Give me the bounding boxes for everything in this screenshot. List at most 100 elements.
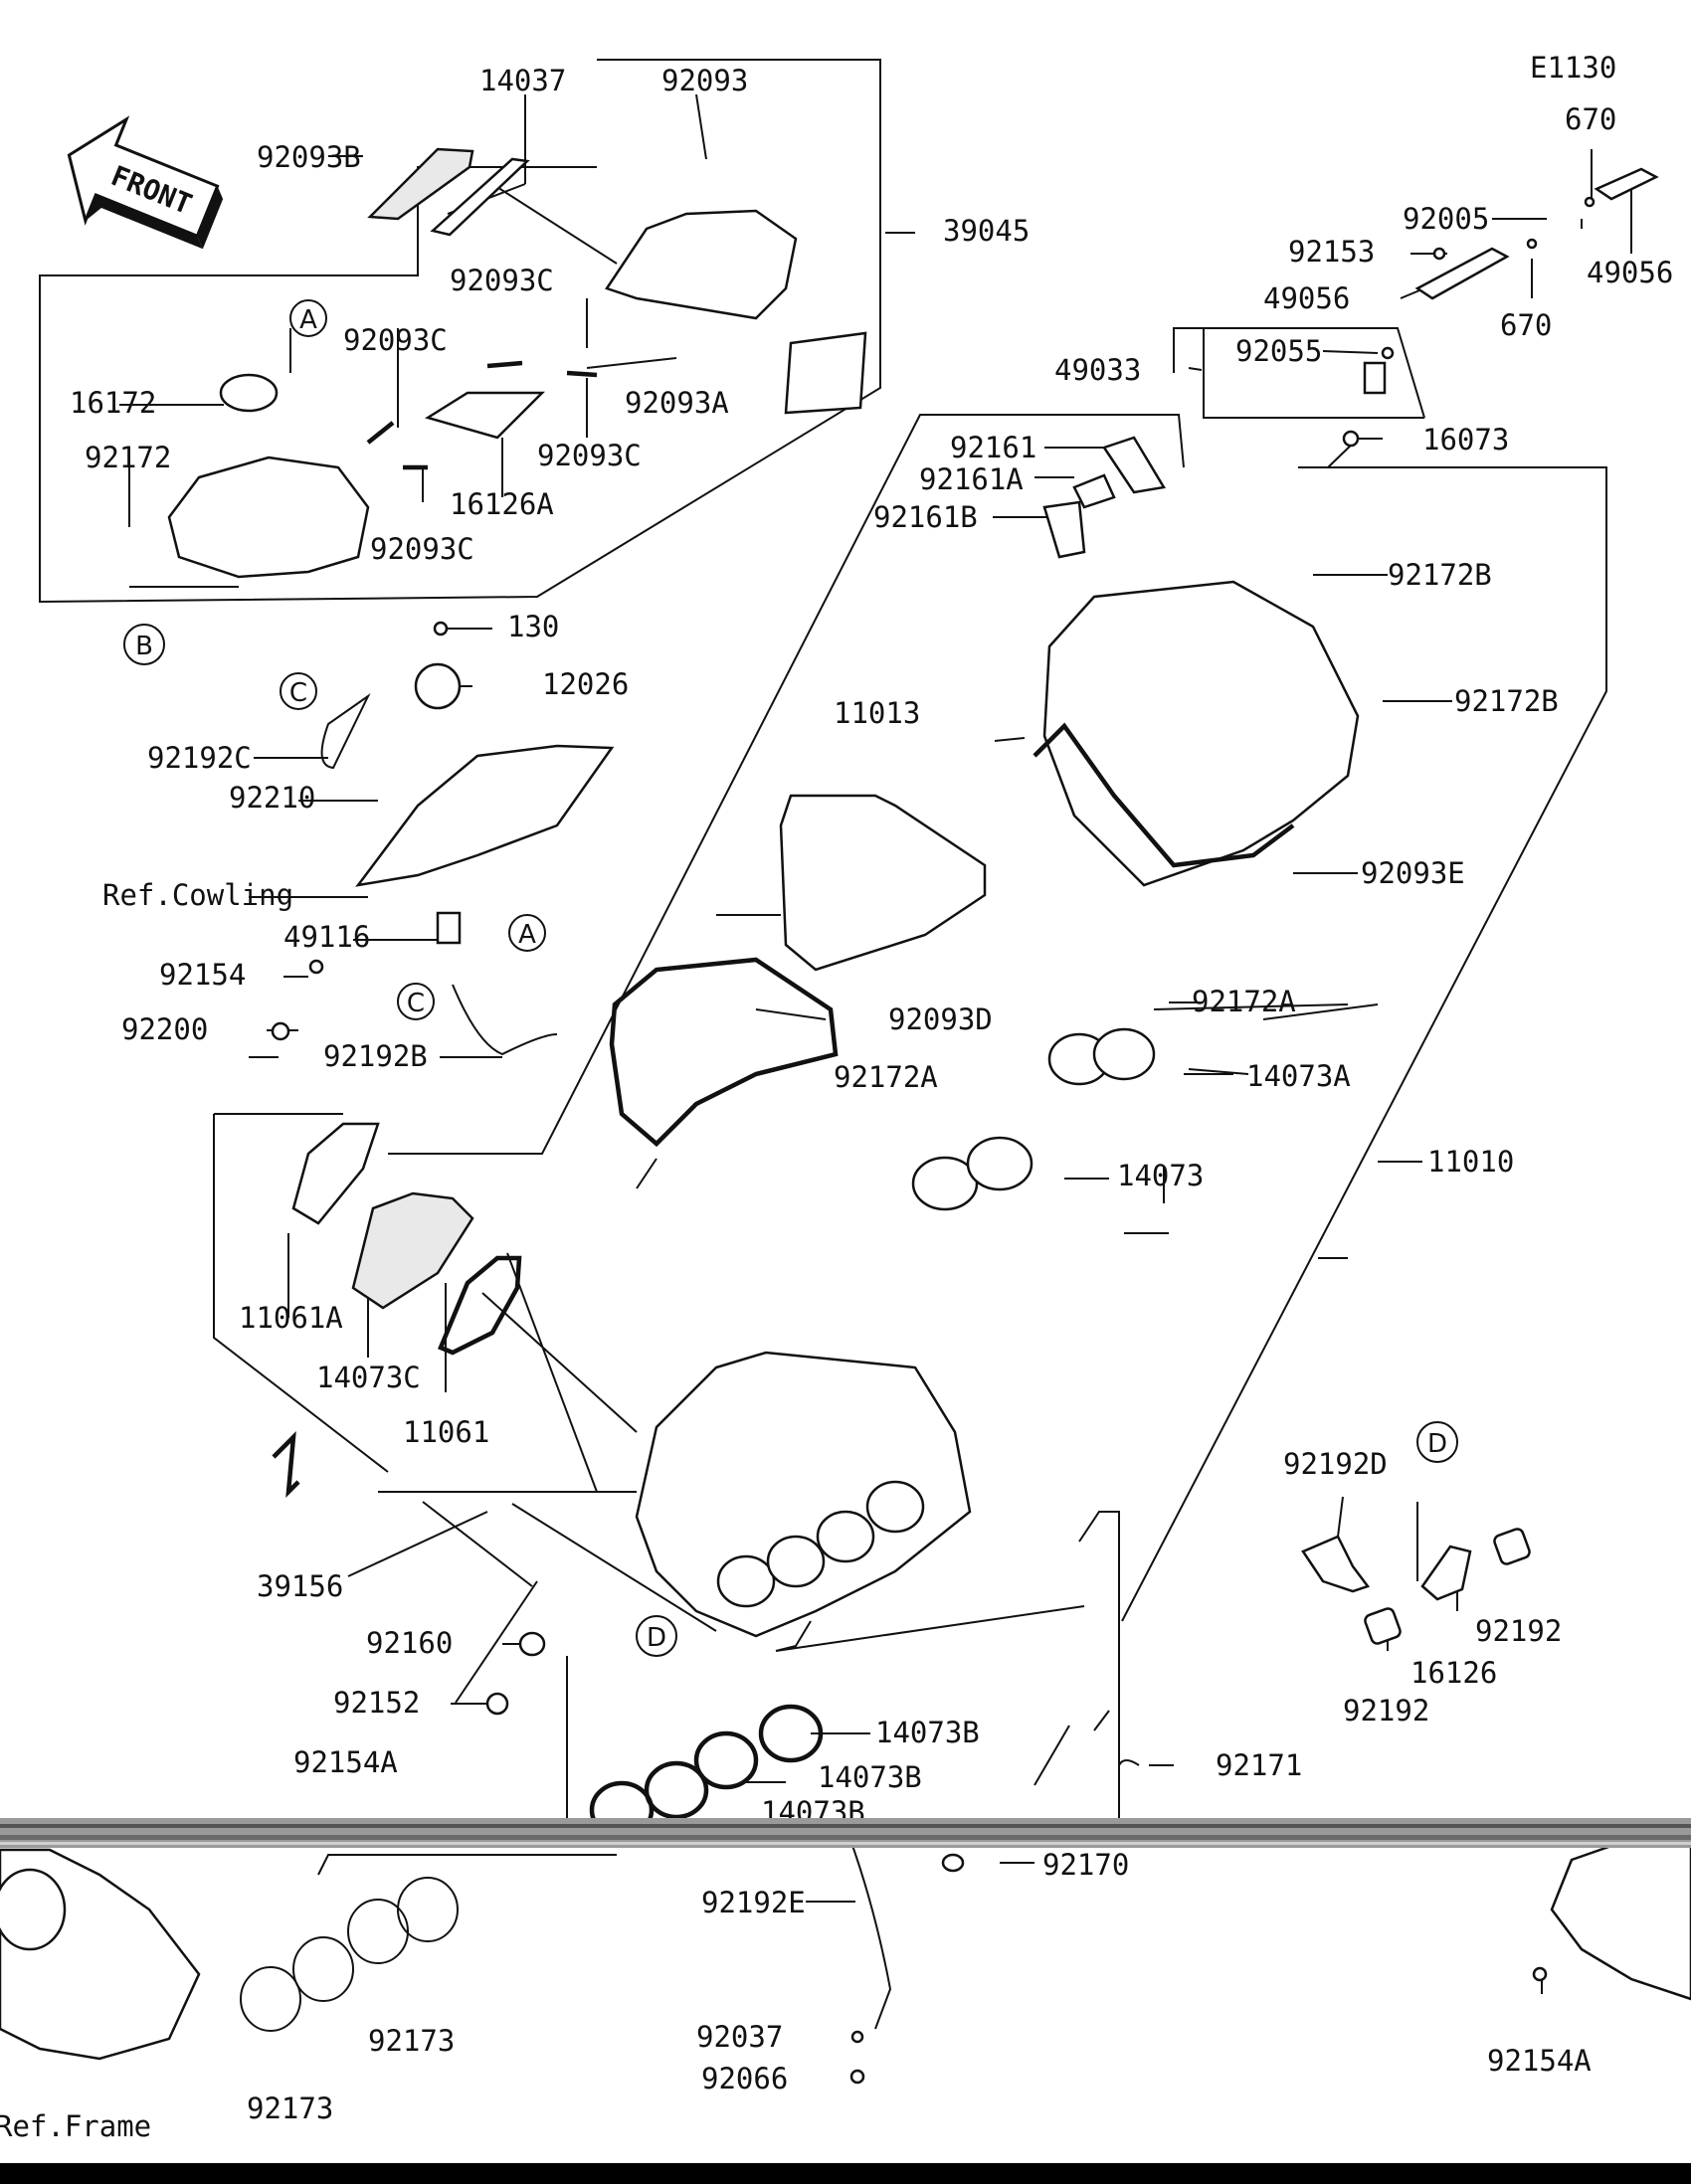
diagram-code: E1130 — [1530, 51, 1616, 85]
label-16172: 16172 — [70, 386, 156, 420]
part-11010-shape — [1042, 580, 1360, 887]
label-16073: 16073 — [1422, 423, 1509, 456]
part-92192e-shape — [849, 1839, 892, 2030]
label-92172b-2: 92172B — [1454, 684, 1559, 718]
label-92153: 92153 — [1288, 235, 1375, 269]
part-92192b-shape — [452, 984, 558, 1056]
callout-a-top: A — [289, 299, 327, 337]
label-11061a: 11061A — [239, 1301, 343, 1335]
part-92066-shape — [849, 2069, 865, 2085]
callout-d-left: D — [636, 1615, 677, 1657]
label-ref-cowling: Ref.Cowling — [102, 878, 293, 912]
svg-text:A: A — [518, 920, 536, 950]
part-92161a-shape — [1072, 473, 1116, 509]
label-14073b-2: 14073B — [818, 1760, 922, 1794]
frame-middle — [388, 414, 1185, 1155]
part-16172-housing — [167, 455, 370, 579]
part-49033-shape — [1363, 361, 1387, 395]
svg-text:C: C — [289, 678, 307, 708]
part-92161b-shape — [1042, 500, 1086, 559]
label-92172: 92172 — [85, 441, 171, 474]
part-16073-shape — [1342, 430, 1360, 448]
label-92192b: 92192B — [323, 1039, 428, 1073]
label-92005: 92005 — [1403, 202, 1489, 236]
label-14073a: 14073A — [1246, 1059, 1351, 1093]
label-92037: 92037 — [696, 2020, 783, 2054]
label-92173-right: 92173 — [368, 2024, 455, 2058]
label-92093c-4: 92093C — [370, 532, 474, 566]
label-92093d: 92093D — [888, 1002, 993, 1036]
part-14073c-shape — [351, 1191, 474, 1310]
label-14073: 14073 — [1117, 1159, 1204, 1192]
part-92192d-shape — [1301, 1535, 1371, 1593]
label-670-top: 670 — [1565, 102, 1616, 136]
part-16172-shape — [219, 373, 279, 413]
label-92192-left: 92192 — [1343, 1694, 1429, 1728]
part-11061a-shape — [291, 1122, 380, 1225]
part-92093a-shape — [784, 331, 867, 415]
label-92192-right: 92192 — [1475, 1614, 1562, 1648]
label-16126: 16126 — [1410, 1656, 1497, 1690]
callout-d-right: D — [1416, 1421, 1458, 1463]
part-92192c-shape — [320, 692, 371, 770]
label-92093c-1: 92093C — [450, 264, 554, 297]
callout-c-top: C — [280, 672, 317, 710]
part-92192-lower-shape — [1364, 1607, 1402, 1645]
callout-a-mid: A — [508, 914, 546, 952]
label-39156: 39156 — [257, 1569, 343, 1603]
ref-cowling-shape — [355, 744, 615, 887]
label-92152: 92152 — [333, 1686, 420, 1720]
part-12026-shape — [414, 662, 462, 710]
callout-c-mid: C — [397, 983, 435, 1020]
label-92192c: 92192C — [147, 741, 252, 775]
label-92154a-left: 92154A — [293, 1745, 398, 1779]
part-92173-shape — [292, 1936, 354, 2002]
part-670-mid-shape — [1526, 238, 1538, 250]
label-92093c-2: 92093C — [343, 323, 448, 357]
label-92154: 92154 — [159, 958, 246, 992]
part-92093b-shape — [367, 147, 474, 221]
part-92093e-shape — [1033, 722, 1295, 868]
label-49116: 49116 — [283, 920, 370, 954]
label-11013: 11013 — [834, 696, 920, 730]
callout-b: B — [123, 624, 165, 665]
part-lower-airbox-shape — [635, 1351, 972, 1638]
part-92192-upper-shape — [1493, 1528, 1531, 1565]
part-49056-left-shape — [1414, 247, 1510, 300]
part-92093d-shape — [609, 957, 839, 1148]
part-49056-right-shape — [1594, 167, 1659, 201]
label-92200: 92200 — [121, 1012, 208, 1046]
part-11061-shape — [438, 1255, 522, 1356]
part-92160-shape — [518, 1631, 546, 1657]
label-11010: 11010 — [1427, 1145, 1514, 1179]
label-92093a: 92093A — [625, 386, 729, 420]
label-49033: 49033 — [1054, 353, 1141, 387]
part-670-top-shape — [1584, 196, 1596, 208]
label-92154a-right: 92154A — [1487, 2044, 1592, 2078]
part-16126a-shape — [424, 391, 546, 440]
label-16126a: 16126A — [450, 487, 554, 521]
part-right-bracket-shape — [1550, 1823, 1691, 2001]
part-49116-shape — [436, 911, 462, 945]
part-39156-shape — [272, 1431, 300, 1498]
leader-lines — [119, 93, 1632, 1994]
group-frames — [39, 59, 1607, 1876]
part-92154-shape — [308, 959, 324, 975]
scan-noise-band — [0, 1818, 1691, 1848]
label-14037: 14037 — [479, 64, 566, 97]
label-92093c-3: 92093C — [537, 439, 642, 472]
label-92173-left: 92173 — [247, 2092, 333, 2125]
label-92172b-1: 92172B — [1388, 558, 1492, 592]
part-16126-shape — [1420, 1545, 1472, 1601]
svg-text:D: D — [1427, 1429, 1447, 1459]
label-92192d: 92192D — [1283, 1447, 1388, 1481]
frame-11010 — [1121, 466, 1607, 1622]
part-14073a-shape — [1092, 1027, 1156, 1081]
svg-text:A: A — [299, 305, 317, 335]
label-92171: 92171 — [1216, 1748, 1302, 1782]
label-92160: 92160 — [366, 1626, 453, 1660]
label-92170: 92170 — [1042, 1848, 1129, 1882]
label-92066: 92066 — [701, 2062, 788, 2095]
label-130: 130 — [507, 610, 559, 643]
